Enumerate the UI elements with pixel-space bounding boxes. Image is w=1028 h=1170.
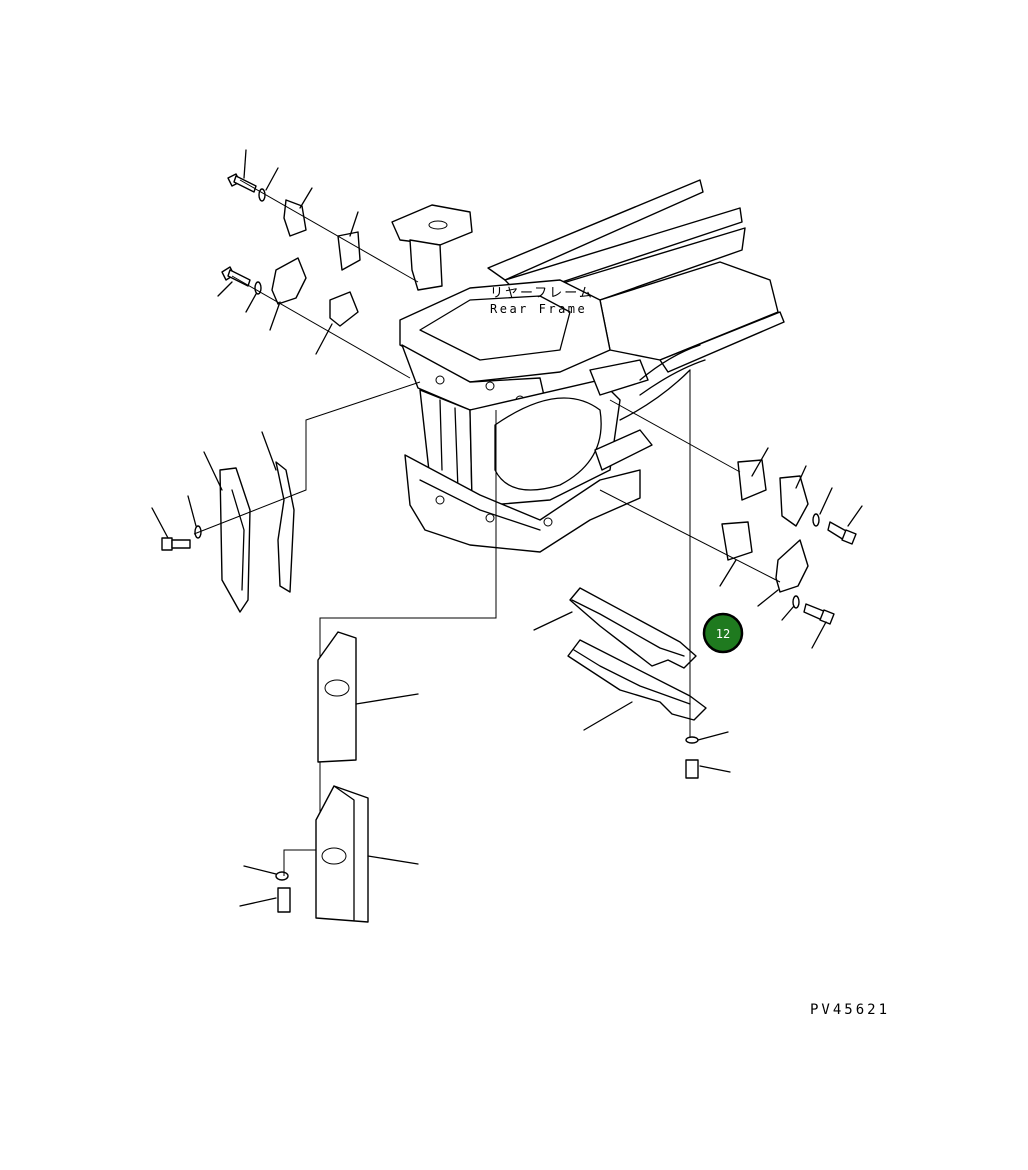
undercover-plates xyxy=(533,370,731,779)
drawing-code: PV45621 xyxy=(810,1002,890,1018)
rear-frame-label: リヤーフレーム Rear Frame xyxy=(490,286,594,316)
lower-covers xyxy=(239,410,497,923)
rear-frame-assembly xyxy=(391,179,785,553)
right-side-brackets xyxy=(599,399,863,649)
callout-circle xyxy=(702,612,744,654)
upper-left-bolt-set xyxy=(227,149,419,283)
rear-frame-label-en: Rear Frame xyxy=(490,302,587,316)
middle-left-bolt-set xyxy=(217,257,411,379)
callout-number: 12 xyxy=(716,627,730,641)
callout-12[interactable]: 12 xyxy=(702,612,744,654)
rear-frame-label-jp: リヤーフレーム xyxy=(490,286,594,301)
left-side-covers xyxy=(151,381,421,613)
